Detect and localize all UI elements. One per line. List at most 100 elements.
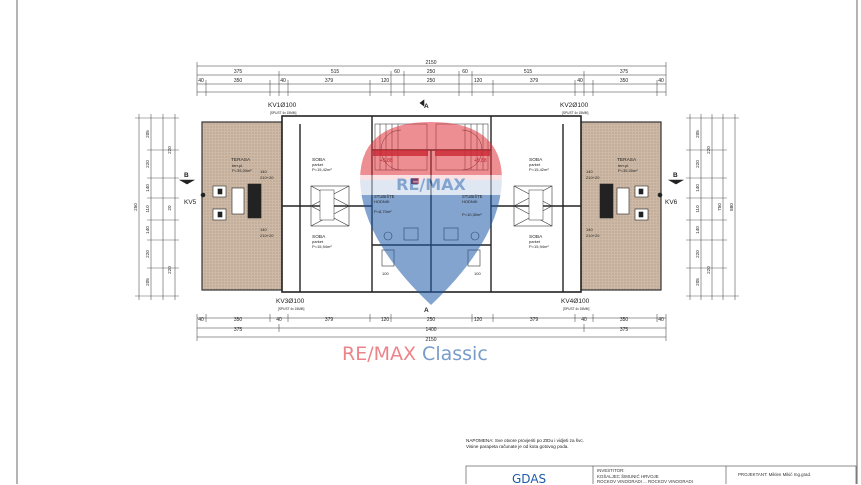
dim-left: 140 <box>145 184 150 192</box>
dim-top-total: 2150 <box>425 60 436 66</box>
watermark-logo-text: RE/MAX <box>396 175 466 194</box>
dim-top: 120 <box>474 78 483 84</box>
dim-bottom: 379 <box>530 317 539 323</box>
room-stairs-label: STUBIŠTE <box>374 194 395 199</box>
door-width: 140 <box>586 169 593 174</box>
kv3-label: KV3Ø100 <box>276 298 305 305</box>
section-arrow-icon <box>178 179 196 185</box>
dim-left: 110 <box>145 205 150 213</box>
note-line: Visine parapeta računate je od kota goto… <box>466 444 569 449</box>
company-logo: GDAS <box>512 472 546 484</box>
dim-top: 379 <box>530 78 539 84</box>
investor-label: INVESTITOR: <box>597 468 625 473</box>
kv1-label: KV1Ø100 <box>268 102 297 109</box>
dim-bottom: 40 <box>658 317 664 323</box>
dim-bottom: 250 <box>427 317 436 323</box>
note-line: NAPOMENA: Sve otvore provjeriti po ZIDu … <box>466 438 584 443</box>
door-height: 210+20 <box>586 175 600 180</box>
kv3-sublabel: [SPUST 4x 15MM] <box>278 307 304 311</box>
dim-left: 250 <box>133 203 138 211</box>
investor-name: KOŠALJEC ŠIMUNIĆ HRVOJE <box>597 473 659 479</box>
dim-bottom: 1400 <box>425 327 436 333</box>
dim-bottom: 350 <box>234 317 243 323</box>
designer-label: PROJEKTANT: <box>738 472 768 477</box>
kv4-sublabel: [SPUST 4x 15MM] <box>563 307 589 311</box>
section-b-right: B <box>673 172 678 179</box>
dim-bottom: 350 <box>620 317 629 323</box>
room-terrace-left-floor: terr.pl. <box>232 163 243 168</box>
title-block <box>465 465 857 484</box>
dim-right: 140 <box>695 184 700 192</box>
room-terrace-right-label: TERASA <box>617 157 637 163</box>
dim-left: 220 <box>167 146 172 154</box>
door-width: 140 <box>260 227 267 232</box>
dim-bottom-total: 2150 <box>425 337 436 343</box>
kv-point-icon <box>657 192 663 198</box>
dim-bottom: 120 <box>381 317 390 323</box>
dim-right: 205 <box>695 130 700 138</box>
kv4-label: KV4Ø100 <box>561 298 590 305</box>
notes: NAPOMENA: Sve otvore provjeriti po ZIDu … <box>466 438 636 450</box>
dim-right: 110 <box>695 205 700 213</box>
dim-left: 205 <box>145 278 150 286</box>
dim-top: 120 <box>381 78 390 84</box>
section-arrow-icon <box>419 99 425 107</box>
kv6-label: KV6 <box>665 199 678 206</box>
kv-point-icon <box>200 192 206 198</box>
investor-block: INVESTITOR: KOŠALJEC ŠIMUNIĆ HRVOJE ROCK… <box>597 468 722 485</box>
designer-name: Miklen Mikić Ing.grad. <box>768 472 812 477</box>
dim-left: 205 <box>145 130 150 138</box>
dim-right: 880 <box>729 203 734 211</box>
dim-top: 379 <box>325 78 334 84</box>
room-stairs-area: P=10,30m² <box>462 212 482 217</box>
remax-balloon-watermark: RE/MAX <box>360 122 502 305</box>
dim-bottom: 375 <box>620 327 629 333</box>
dim-right: 140 <box>695 226 700 234</box>
room-stairs-sub: HODNIK <box>462 199 478 204</box>
room-terrace-right-floor: terr.pl. <box>618 163 629 168</box>
section-a-top: A <box>424 103 429 110</box>
bed-left <box>319 189 335 221</box>
bath-label: 100 <box>474 271 481 276</box>
door-width: 140 <box>260 169 267 174</box>
dim-top: 40 <box>658 78 664 84</box>
room-stairs-sub: HODNIK <box>374 199 390 204</box>
terrace-left <box>201 121 283 291</box>
dim-right: 220 <box>695 160 700 168</box>
designer-block: PROJEKTANT: Miklen Mikić Ing.grad. <box>738 472 811 478</box>
dim-top: 515 <box>331 69 340 75</box>
dim-top: 350 <box>620 78 629 84</box>
kv2-sublabel: [SPUST 4x 15MM] <box>562 111 588 115</box>
room-soba-area: P=15,42m² <box>529 167 549 172</box>
dim-top: 250 <box>427 78 436 84</box>
room-soba-floor: parket <box>529 162 541 167</box>
room-soba-floor: parket <box>529 239 541 244</box>
room-stairs-label: STUBIŠTE <box>462 194 483 199</box>
room-soba-label: SOBA <box>529 157 543 163</box>
dim-bottom: 379 <box>325 317 334 323</box>
room-soba-label: SOBA <box>312 157 326 163</box>
dim-top: 60 <box>462 69 468 75</box>
kv2-label: KV2Ø100 <box>560 102 589 109</box>
kv5-label: KV5 <box>184 199 197 206</box>
room-stairs-area: P=8,70m² <box>374 209 392 214</box>
dim-top: 350 <box>234 78 243 84</box>
dim-bottom: 375 <box>234 327 243 333</box>
kv1-sublabel: [SPUST 4x 15MM] <box>270 111 296 115</box>
door-width: 140 <box>586 227 593 232</box>
dim-left: 220 <box>145 250 150 258</box>
dim-top: 40 <box>198 78 204 84</box>
level-marker-left: +5,88 <box>380 158 393 164</box>
dim-bottom: 40 <box>276 317 282 323</box>
dim-left: 220 <box>167 266 172 274</box>
dim-top: 40 <box>280 78 286 84</box>
door-height: 210+20 <box>260 233 274 238</box>
door-height: 210+20 <box>586 233 600 238</box>
room-soba-area: P=15,42m² <box>312 167 332 172</box>
dim-top: 40 <box>577 78 583 84</box>
room-soba-floor: parket <box>312 162 324 167</box>
section-arrow-icon <box>667 179 685 185</box>
investor-address: ROCKOV VINOGRADI ... ROCKOV VINOGRADI <box>597 479 693 485</box>
room-soba-label: SOBA <box>529 234 543 240</box>
